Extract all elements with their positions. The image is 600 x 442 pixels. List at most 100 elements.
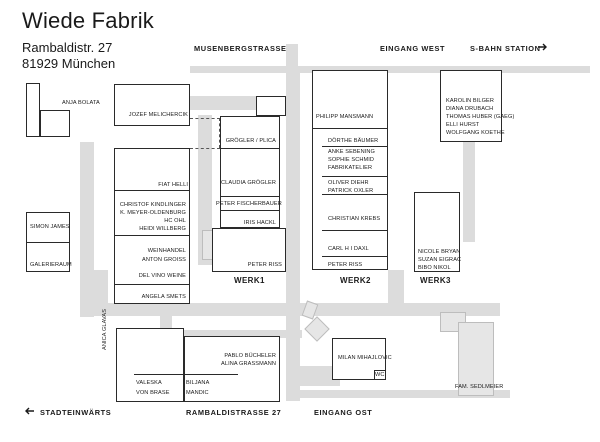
arrow-left-icon-svg	[25, 407, 34, 415]
building-werk3	[414, 192, 460, 272]
label-weinhandel: WEINHANDEL	[147, 248, 186, 254]
label-valeska: VALESKA	[136, 380, 162, 386]
road-bottom-left	[94, 270, 108, 310]
label-meyer: K. MEYER-OLDENBURG	[120, 210, 186, 216]
label-carl: CARL H I DAXL	[328, 246, 369, 252]
label-galerie: GALERIERAUM	[30, 262, 72, 268]
building-sedlmeier	[458, 322, 494, 396]
divider-patrick	[322, 194, 388, 195]
label-anica: ANICA GLAVAS	[102, 308, 108, 350]
divider-fiat	[114, 190, 190, 191]
label-oliver: OLIVER DIEHR	[328, 180, 369, 186]
road-werk2-right	[388, 270, 404, 310]
label-elli: ELLI HURST	[446, 122, 480, 128]
road-east-entry	[296, 366, 340, 386]
arrow-left-icon	[24, 407, 34, 417]
label-heidi: HEIDI WILLBERG	[139, 226, 186, 232]
label-sophie: SOPHIE SCHMID	[328, 157, 375, 163]
dashed-path-bottom	[190, 148, 220, 149]
label-wc: WC	[375, 372, 385, 378]
road-musenbergstrasse	[190, 66, 590, 73]
label-diana: DIANA DRUBACH	[446, 106, 494, 112]
building-anja-wing	[40, 110, 70, 137]
divider-grogler	[220, 148, 280, 149]
road-entry-west	[286, 66, 300, 401]
label-von-brase: VON BRASE	[136, 390, 170, 396]
label-suzan: SUZAN EIGRAC	[418, 257, 462, 263]
label-biljana: BILJANA	[186, 380, 210, 386]
label-sedlmeier: FAM. SEDLMEIER	[455, 384, 504, 390]
label-alina: ALINA GRASSMANN	[221, 361, 276, 367]
divider-philipp	[312, 128, 388, 129]
label-anton: ANTON GROISS	[142, 257, 186, 263]
dashed-path-vertical	[219, 118, 220, 148]
street-rambaldistrasse: RAMBALDISTRASSE 27	[186, 408, 282, 417]
label-thomas: THOMAS HUBER (GAEG)	[446, 114, 515, 120]
building-wc	[374, 370, 386, 380]
road-lower-center	[184, 330, 302, 338]
label-christof: CHRISTOF KINDLINGER	[119, 202, 186, 208]
building-karolin	[440, 70, 502, 142]
divider-simon	[26, 242, 70, 243]
label-wolfgang: WOLFGANG KOETHE	[446, 130, 505, 136]
street-musenbergstrasse: MUSENBERGSTRASSE	[194, 44, 287, 53]
arrow-right-icon-svg	[538, 43, 547, 51]
label-milan: MILAN MIHAJLOVIC	[338, 355, 392, 361]
label-werk2: WERK2	[340, 276, 371, 285]
divider-carl	[322, 256, 388, 257]
building-werk1	[220, 116, 280, 228]
building-south-center	[184, 336, 280, 402]
dashed-path-top	[190, 118, 220, 119]
label-peter-riss-2: PETER RISS	[328, 262, 363, 268]
road-left-vertical	[80, 142, 94, 317]
building-werk1-annex	[256, 96, 286, 116]
label-fiat: FIAT HELLI	[158, 182, 188, 188]
label-philipp: PHILIPP MANSMANN	[316, 114, 374, 120]
label-werk1: WERK1	[234, 276, 265, 285]
road-mid-stub	[198, 115, 212, 265]
label-mandic: MANDIC	[186, 390, 209, 396]
divider-doerthe	[322, 146, 388, 147]
road-central-horizontal	[80, 303, 500, 316]
label-anja: ANJA BOLATA	[62, 100, 100, 106]
divider-fischer	[220, 210, 280, 211]
label-nicole: NICOLE BRYAN	[418, 249, 461, 255]
label-pablo: PABLO BÜCHELER	[224, 353, 276, 359]
building-milan	[332, 338, 386, 380]
label-claudia: CLAUDIA GRÖGLER	[221, 180, 276, 186]
label-karolin: KAROLIN BILGER	[446, 98, 495, 104]
label-patrick: PATRICK OXLER	[328, 188, 374, 194]
divider-wein	[114, 284, 190, 285]
building-west-block	[114, 148, 190, 304]
street-entry-east: EINGANG OST	[314, 408, 373, 417]
building-werk2	[312, 70, 388, 270]
divider-christian	[322, 230, 388, 231]
label-fabrik: FABRIKATELIER	[328, 165, 373, 171]
building-southwest	[116, 328, 184, 402]
label-simon: SIMON JAMES	[30, 224, 70, 230]
road-south-connector	[300, 390, 510, 398]
label-bibo: BIBO NIKOL	[418, 265, 451, 271]
label-werk3: WERK3	[420, 276, 451, 285]
divider-valeska	[134, 374, 238, 375]
street-sbahn: S-BAHN STATION	[470, 44, 541, 53]
address-city: 81929 München	[22, 56, 116, 71]
label-christian: CHRISTIAN KREBS	[328, 216, 381, 222]
road-right-vertical	[463, 142, 475, 242]
label-doerthe: DÖRTHE BÄUMER	[328, 138, 379, 144]
label-angela: ANGELA SMETS	[141, 294, 186, 300]
label-peter-riss-1: PETER RISS	[247, 262, 282, 268]
label-anke: ANKE SEBENING	[328, 149, 375, 155]
building-werk1-south	[212, 228, 286, 272]
building-jozef	[114, 84, 190, 126]
address-street: Rambaldistr. 27	[22, 40, 113, 55]
label-jozef: JOZEF MELICHERCIK	[128, 112, 188, 118]
label-delvino: DEL VINO WEINE	[138, 273, 186, 279]
label-grogler-plica: GRÖGLER / PLICA	[225, 138, 276, 144]
street-city-direction: STADTEINWÄRTS	[40, 408, 112, 417]
page-title: Wiede Fabrik	[22, 8, 154, 33]
street-entry-west: EINGANG WEST	[380, 44, 446, 53]
building-anja	[26, 83, 40, 137]
divider-christof	[114, 235, 190, 236]
